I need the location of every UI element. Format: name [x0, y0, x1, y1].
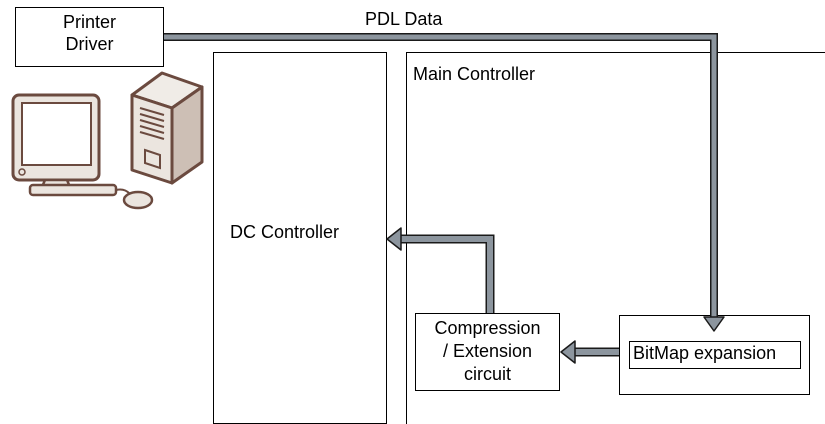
- compression-line3: circuit: [415, 363, 560, 386]
- pdl-data-label: PDL Data: [365, 9, 442, 31]
- compression-line2: / Extension: [415, 340, 560, 363]
- printer-driver-label: Printer Driver: [15, 12, 164, 55]
- bitmap-expansion-label: BitMap expansion: [633, 343, 776, 365]
- printer-driver-line2: Driver: [15, 34, 164, 56]
- main-controller-label: Main Controller: [413, 64, 535, 86]
- printer-driver-line1: Printer: [15, 12, 164, 34]
- compression-extension-label: Compression / Extension circuit: [415, 317, 560, 386]
- dc-controller-label: DC Controller: [230, 222, 339, 244]
- compression-line1: Compression: [415, 317, 560, 340]
